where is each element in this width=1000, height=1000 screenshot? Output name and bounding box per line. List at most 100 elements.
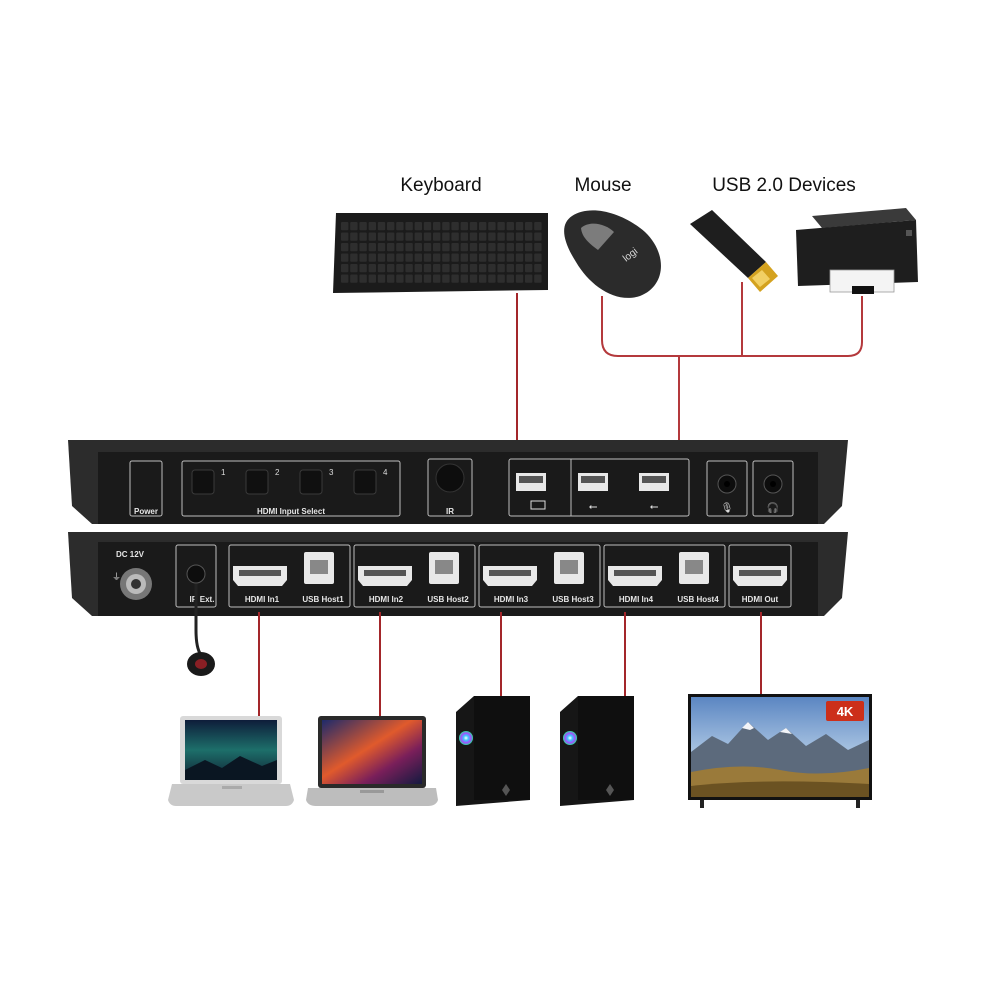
dc-label: DC 12V [116, 550, 145, 559]
keyboard-key [414, 222, 422, 231]
keyboard-key [525, 243, 533, 252]
usb-devices-caption: USB 2.0 Devices [712, 175, 856, 196]
keyboard-key [341, 253, 349, 262]
keyboard-key [341, 222, 349, 231]
keyboard-key [368, 232, 376, 241]
port-group-3: HDMI In3 USB Host3 [478, 544, 601, 608]
input-select-button-2[interactable]: 2 [245, 468, 280, 495]
keyboard-key [515, 253, 524, 262]
keyboard-key [460, 243, 468, 252]
dc-power-jack[interactable] [120, 568, 152, 600]
keyboard-key [387, 232, 395, 241]
bottom-wires [258, 612, 762, 716]
keyboard-key [387, 274, 395, 283]
keyboard-key [525, 232, 533, 241]
keyboard-key [460, 232, 468, 241]
keyboard-key [350, 274, 358, 283]
tv-image: 4K [688, 694, 872, 808]
button-1-label: 1 [221, 468, 226, 477]
usb-port-1[interactable]: ⭠ [578, 473, 608, 513]
keyboard-key [497, 243, 505, 252]
keyboard-key [534, 274, 542, 283]
keyboard-key [442, 274, 450, 283]
button-4-label: 4 [383, 468, 388, 477]
keyboard-key [488, 264, 496, 273]
keyboard-key [479, 253, 487, 262]
ir-label: IR [446, 507, 454, 516]
keyboard-key [341, 274, 349, 283]
back-panel: DC 12V ⏚ IR Ext. HDMI In1 USB Host1 HDMI… [68, 532, 848, 616]
keyboard-key [377, 243, 386, 252]
keyboard-key [488, 243, 496, 252]
keyboard-key [396, 232, 404, 241]
keyboard-key [341, 264, 349, 273]
keyboard-key [469, 264, 478, 273]
pc-2-image [560, 696, 634, 806]
usb-port-2[interactable]: ⭠ [639, 473, 669, 513]
keyboard-key [368, 222, 376, 231]
top-wires [516, 282, 863, 460]
mic-icon: 🎙 [721, 502, 734, 514]
keyboard-key [414, 264, 422, 273]
keyboard-key [350, 243, 358, 252]
keyboard-key [377, 274, 386, 283]
keyboard-key [433, 253, 441, 262]
keyboard-key [506, 232, 514, 241]
ir-ext-jack[interactable] [186, 564, 206, 584]
keyboard-key [525, 253, 533, 262]
keyboard-key [359, 253, 367, 262]
keyboard-key [387, 264, 395, 273]
keyboard-key [433, 232, 441, 241]
keyboard-key [405, 264, 413, 273]
keyboard-key [525, 274, 533, 283]
keyboard-key [497, 253, 505, 262]
keyboard-key [469, 232, 478, 241]
usb-host3-label: USB Host3 [552, 595, 594, 604]
keyboard-key [414, 253, 422, 262]
keyboard-key [442, 222, 450, 231]
usb-icon: ⭠ [589, 501, 598, 513]
input-select-button-1[interactable]: 1 [191, 468, 226, 495]
laptop-1-image [168, 716, 294, 806]
keyboard-key [442, 253, 450, 262]
keyboard-key [469, 243, 478, 252]
keyboard-image [333, 213, 548, 293]
keyboard-key [525, 264, 533, 273]
usb-dongle-image [690, 210, 778, 292]
keyboard-key [506, 222, 514, 231]
keyboard-key [451, 274, 459, 283]
keyboard-key [368, 253, 376, 262]
keyboard-key [350, 232, 358, 241]
ir-ext-label: IR Ext. [190, 595, 215, 604]
printer-image [796, 208, 918, 294]
keyboard-key [451, 253, 459, 262]
keyboard-key [350, 222, 358, 231]
keyboard-key [460, 264, 468, 273]
usb-host1-label: USB Host1 [302, 595, 344, 604]
mouse-caption: Mouse [574, 175, 631, 196]
keyboard-key [515, 274, 524, 283]
keyboard-key [515, 222, 524, 231]
keyboard-key [359, 243, 367, 252]
keyboard-keys [341, 222, 542, 283]
keyboard-key [506, 264, 514, 273]
keyboard-key [460, 253, 468, 262]
keyboard-key [534, 253, 542, 262]
keyboard-key [423, 264, 432, 273]
input-select-button-4[interactable]: 4 [353, 468, 388, 495]
keyboard-key [497, 264, 505, 273]
keyboard-key [350, 253, 358, 262]
keyboard-key [451, 243, 459, 252]
keyboard-key [423, 232, 432, 241]
keyboard-key [506, 243, 514, 252]
keyboard-key [534, 222, 542, 231]
front-panel: Power 1 2 3 4 HDMI Input Select IR [68, 440, 848, 524]
keyboard-key [451, 222, 459, 231]
usb-port-keyboard[interactable] [516, 473, 546, 510]
hdmi-input-select-label: HDMI Input Select [257, 507, 325, 516]
keyboard-key [423, 274, 432, 283]
keyboard-key [433, 243, 441, 252]
hdmi-in2-label: HDMI In2 [369, 595, 404, 604]
keyboard-key [377, 232, 386, 241]
input-select-button-3[interactable]: 3 [299, 468, 334, 495]
